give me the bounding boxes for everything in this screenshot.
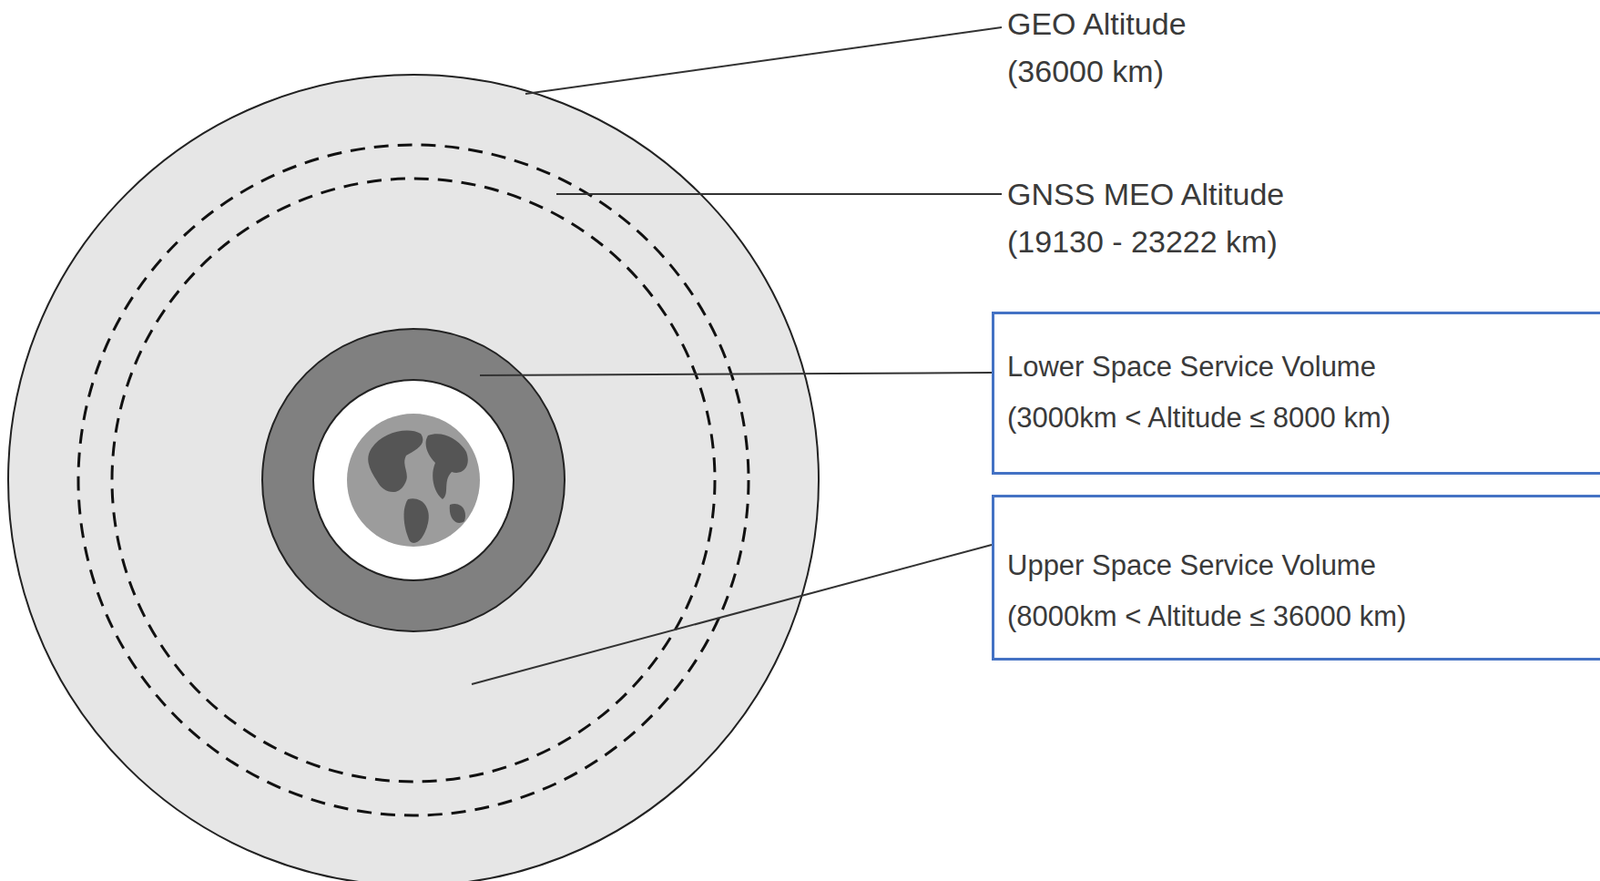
altitude-range: (3000km < Altitude ≤ 8000 km) bbox=[1007, 392, 1600, 444]
leader-line bbox=[525, 27, 1002, 94]
meo-upper-dashed bbox=[78, 144, 749, 816]
meo-lower-dashed bbox=[112, 178, 715, 782]
orbit-label: GEO Altitude bbox=[1007, 0, 1187, 48]
volume-name: Upper Space Service Volume bbox=[1007, 540, 1600, 592]
earth-globe bbox=[346, 413, 480, 547]
leader-line bbox=[471, 544, 992, 684]
leader-line bbox=[556, 193, 1002, 195]
service-volume-box: Upper Space Service Volume(8000km < Alti… bbox=[991, 494, 1600, 661]
earth-continent bbox=[449, 503, 466, 523]
earth-continent bbox=[367, 430, 423, 493]
altitude-range: (8000km < Altitude ≤ 36000 km) bbox=[1007, 591, 1600, 643]
inner-region bbox=[313, 379, 514, 581]
leader-line bbox=[479, 372, 992, 376]
orbit-label: (36000 km) bbox=[1007, 47, 1164, 95]
earth-continent bbox=[404, 498, 429, 543]
orbit-label: (19130 - 23222 km) bbox=[1007, 217, 1278, 265]
earth-continent bbox=[426, 433, 469, 500]
volume-name: Lower Space Service Volume bbox=[1007, 341, 1600, 393]
geo-orbit-circle bbox=[8, 74, 819, 881]
service-volume-box: Lower Space Service Volume(3000km < Alti… bbox=[991, 311, 1600, 475]
orbit-label: GNSS MEO Altitude bbox=[1007, 170, 1285, 218]
